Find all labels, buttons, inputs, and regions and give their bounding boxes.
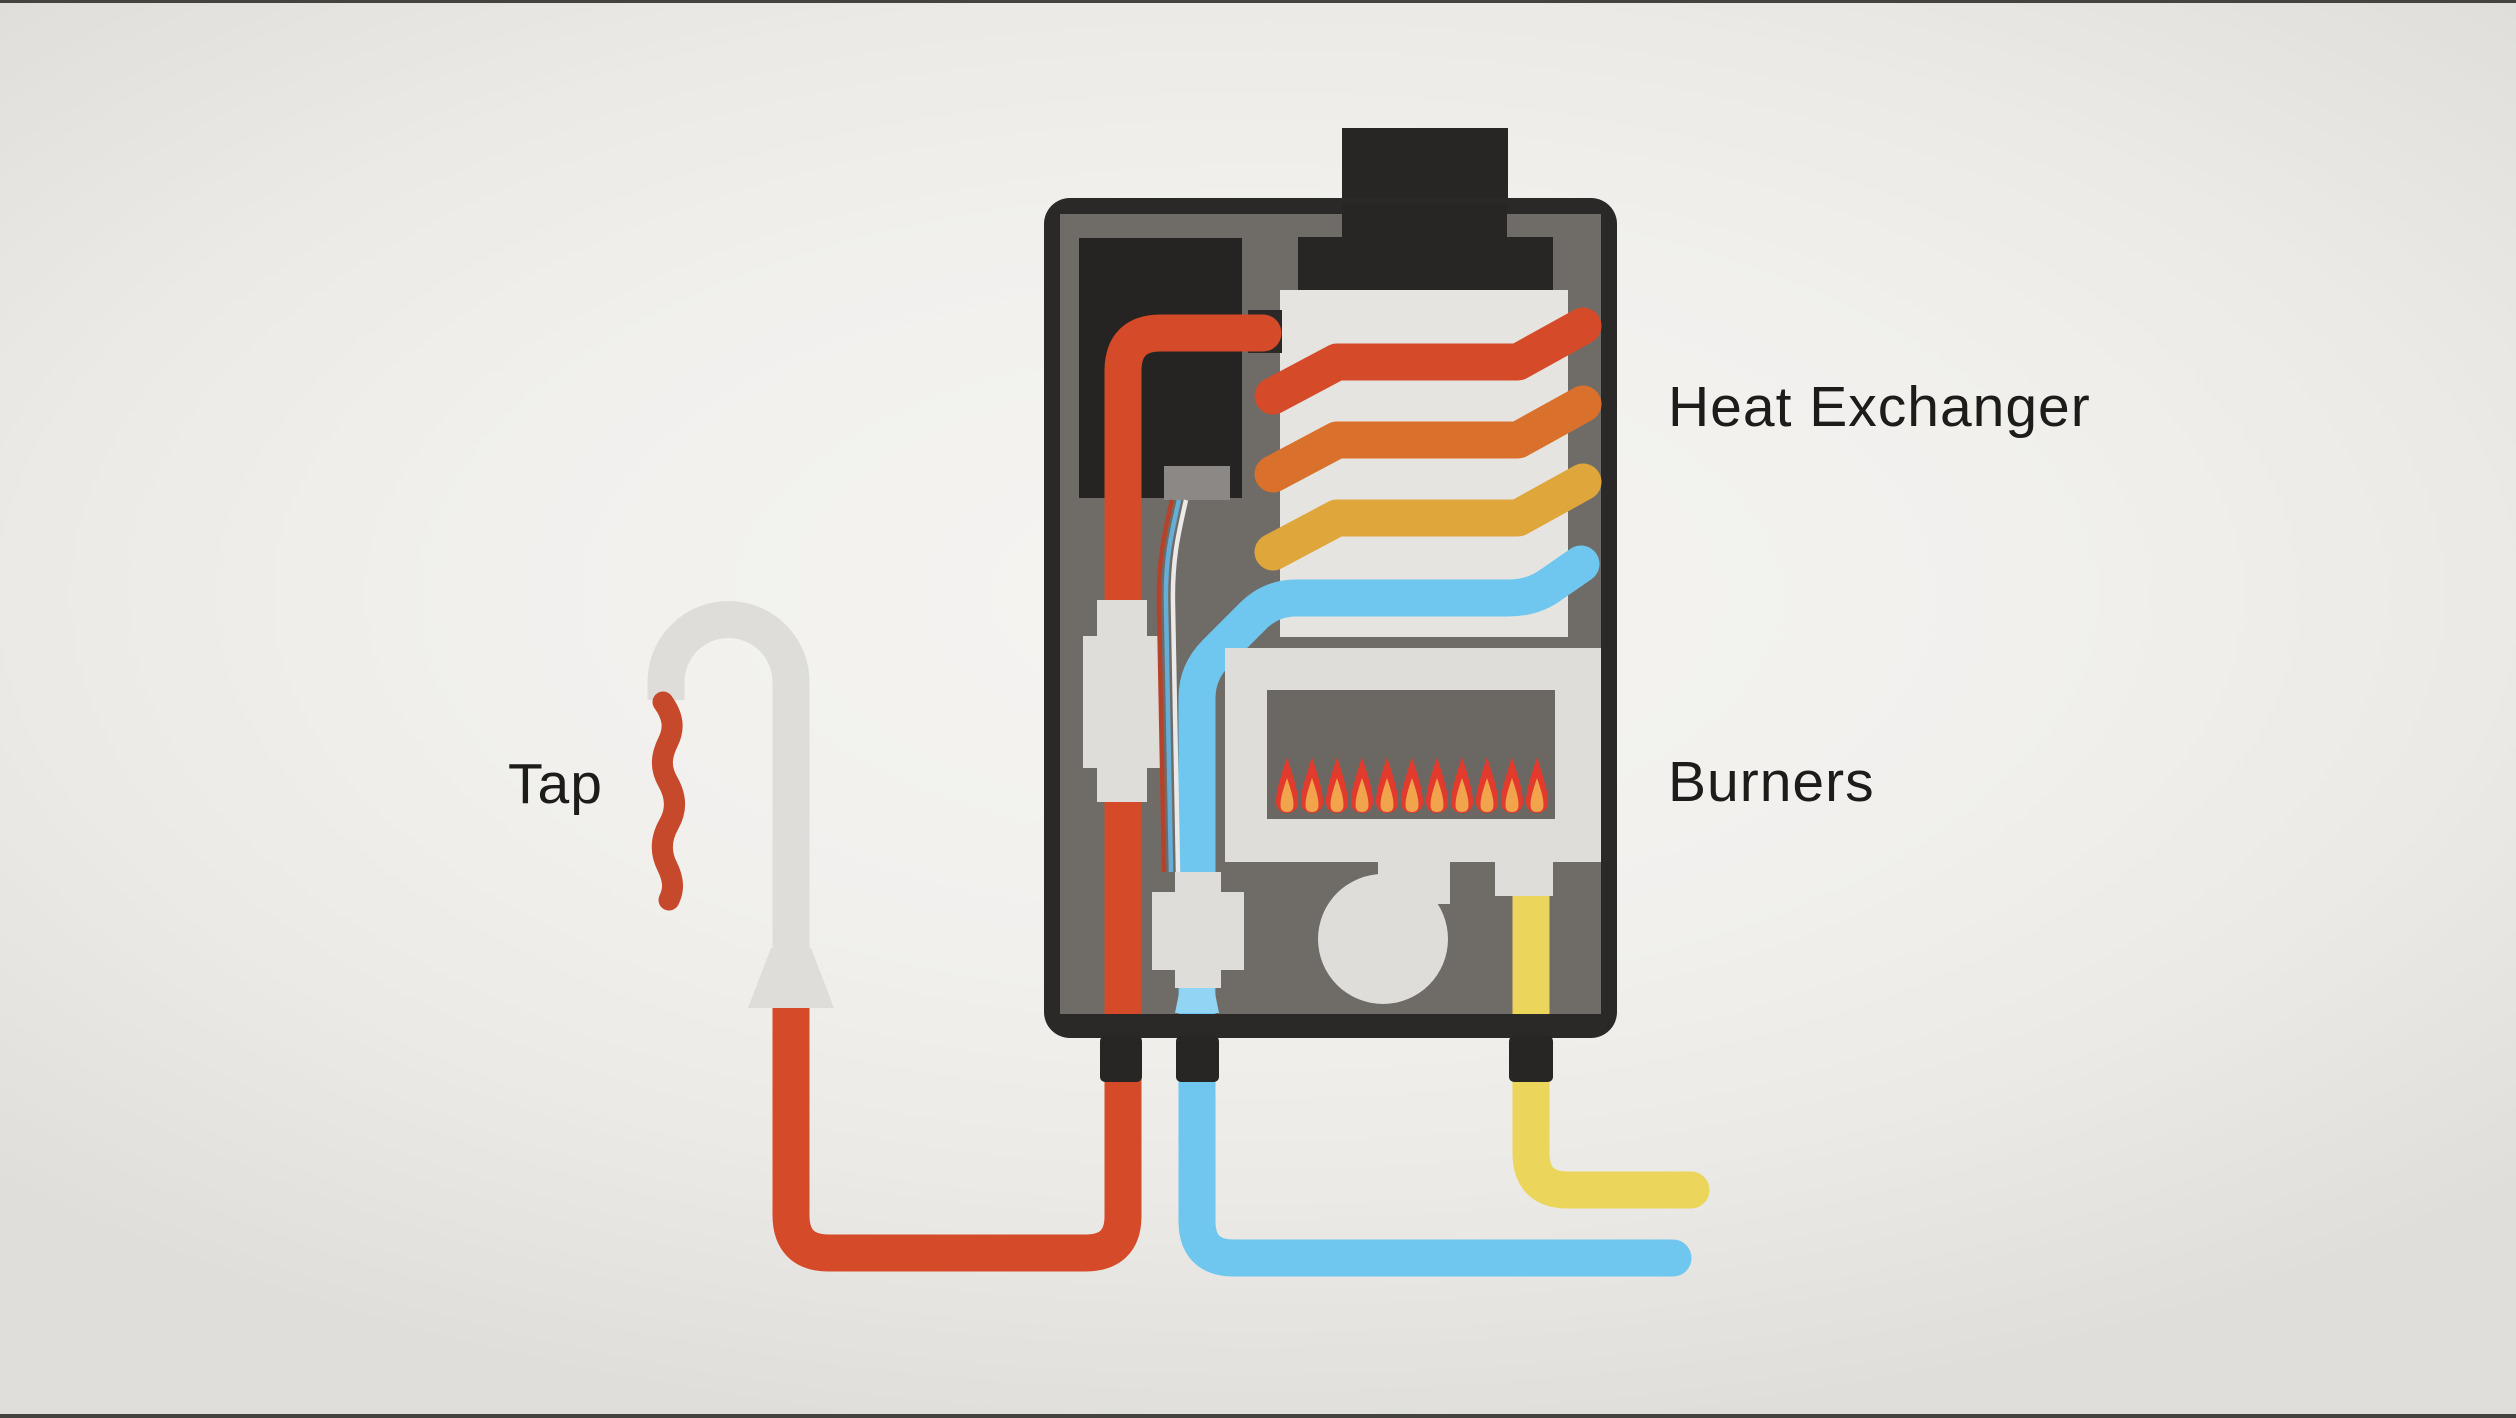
fan [1318,858,1450,1004]
boiler-feet [1100,1036,1553,1082]
valve-flare [1175,988,1219,1013]
control-box-port [1164,466,1230,500]
heat-exchanger-label: Heat Exchanger [1668,375,2091,439]
burner-box [1225,648,1601,862]
coil-orange [1254,385,1602,493]
wire-blue [1163,499,1182,873]
hot-water-pipe [772,314,1282,1272]
gas-pillar [1495,858,1553,896]
sensor-wires [1156,499,1189,873]
red-pipe-union [1083,600,1161,802]
letterbox-bottom-bar [0,1414,2516,1418]
foot-middle [1176,1036,1219,1082]
tap [647,601,834,1008]
tap-base-cone [748,948,834,1008]
cold-water-pipe [1178,545,1692,1277]
water-valve [1152,872,1244,1013]
wire-white [1170,499,1189,873]
boiler [772,128,1710,1277]
boiler-bottom-rail [1070,1014,1591,1038]
control-box [1079,238,1242,498]
burners-label: Burners [1668,750,1875,814]
flue-chimney [1342,128,1508,208]
coil-gold [1254,463,1602,571]
gas-pipe [1512,861,1710,1209]
wire-red [1156,499,1175,873]
heat-exchanger-coils [1254,307,1602,571]
coil-red [1254,307,1602,415]
foot-left [1100,1036,1142,1082]
tap-label: Tap [508,752,603,816]
foot-right [1509,1036,1553,1082]
letterbox-top-bar [0,0,2516,3]
tap-spout [647,601,810,950]
flue-inner-duct [1298,203,1553,290]
hot-water-stream [651,691,685,911]
